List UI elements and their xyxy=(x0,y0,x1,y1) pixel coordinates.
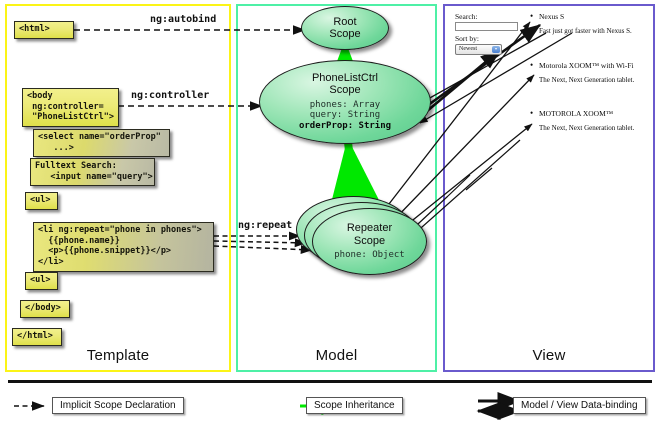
code-box-ul-close: <ul> xyxy=(25,272,58,290)
code-box-html-open: <html> xyxy=(14,21,74,39)
legend-divider xyxy=(8,380,652,383)
phone-snippet-2: The Next, Next Generation tablet. xyxy=(539,76,635,84)
code-box-li-ngrepeat: <li ng:repeat="phone in phones"> {{phone… xyxy=(33,222,214,272)
edge-repeater-to-view-2 xyxy=(391,74,535,223)
code-box-fulltext-search: Fulltext Search: <input name="query"> xyxy=(30,158,155,187)
sort-select[interactable]: Newest xyxy=(455,44,502,55)
column-model: Model xyxy=(236,4,437,372)
phone-name-2: Motorola XOOM™ with Wi-Fi xyxy=(530,60,634,70)
code-box-html-close: </html> xyxy=(12,328,62,346)
view-pane: Search: Sort by: Newest Nexus S Fast jus… xyxy=(443,4,655,372)
code-box-ul-open: <ul> xyxy=(25,192,58,210)
column-label-model: Model xyxy=(315,347,358,364)
legend-label-data-binding: Model / View Data-binding xyxy=(513,397,646,414)
prop-orderprop: orderProp: String xyxy=(298,121,392,132)
prop-phones-query: phones: Array query: String xyxy=(309,99,381,121)
legend-label-scope-inheritance: Scope Inheritance xyxy=(306,397,403,414)
sort-label: Sort by: xyxy=(455,34,479,43)
edge-repeater-to-view-3 xyxy=(397,123,533,233)
edge-repeater-to-view-1 xyxy=(381,21,531,214)
code-box-select-orderprop: <select name="orderProp" ...> xyxy=(33,129,170,158)
edge-databind-orderprop xyxy=(419,32,573,124)
label-ng-repeat: ng:repeat xyxy=(238,220,293,231)
code-box-body-close: </body> xyxy=(20,300,70,318)
legend-label-implicit-scope-declaration: Implicit Scope Declaration xyxy=(52,397,184,414)
phone-snippet-3: The Next, Next Generation tablet. xyxy=(539,124,635,132)
sort-select-value: Newest xyxy=(459,46,477,52)
chevron-down-icon[interactable] xyxy=(492,46,500,53)
search-input[interactable] xyxy=(455,22,518,31)
edge-ng-repeat xyxy=(213,231,313,255)
legend: Implicit Scope Declaration Scope Inherit… xyxy=(0,378,660,421)
label-ng-controller: ng:controller xyxy=(131,90,210,101)
column-label-template: Template xyxy=(86,347,150,364)
label-ng-autobind: ng:autobind xyxy=(150,14,217,25)
phone-name-1: Nexus S xyxy=(530,11,564,21)
scope-repeater-props: phone: Object xyxy=(334,249,405,260)
phone-name-3: MOTOROLA XOOM™ xyxy=(530,108,613,118)
column-label-view: View xyxy=(532,347,566,364)
phone-snippet-1: Fast just got faster with Nexus S. xyxy=(539,27,632,35)
edge-view-to-repeater-a xyxy=(403,139,521,244)
search-label: Search: xyxy=(455,12,478,21)
code-box-body-controller: <body ng:controller= "PhoneListCtrl"> xyxy=(22,88,119,128)
